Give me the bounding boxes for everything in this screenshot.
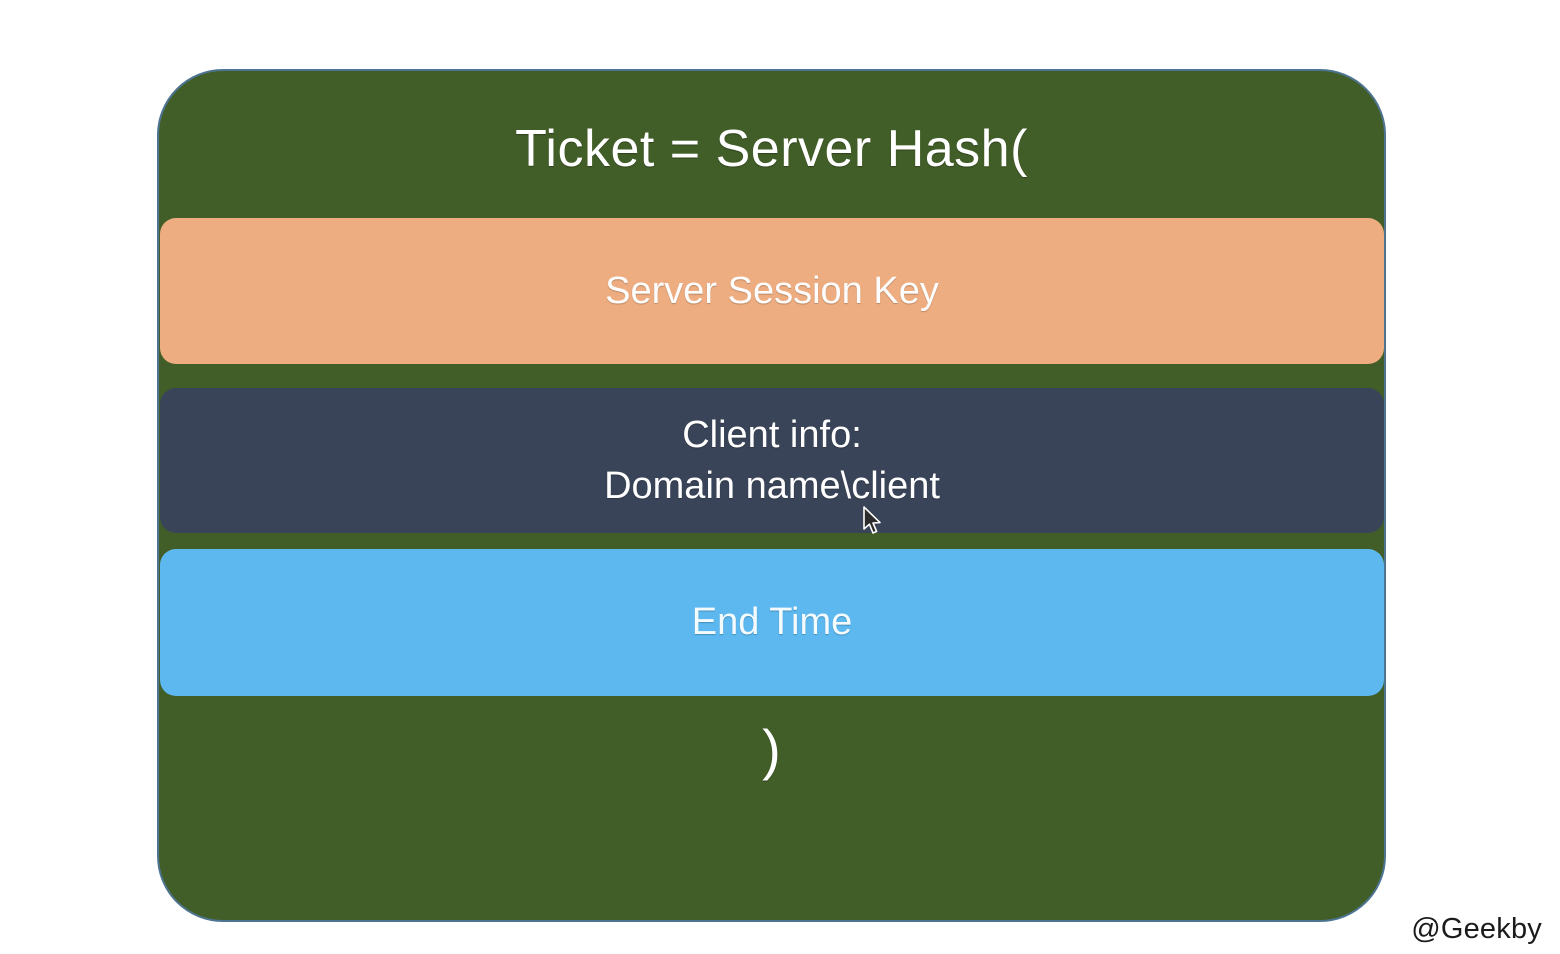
field-client-info: Client info: Domain name\client (160, 388, 1384, 533)
ticket-title: Ticket = Server Hash( (515, 120, 1028, 178)
ticket-diagram-container: Ticket = Server Hash( Server Session Key… (157, 69, 1386, 922)
watermark-geekby: @Geekby (1411, 913, 1542, 945)
field-server-session-key: Server Session Key (160, 218, 1384, 364)
ticket-closing-paren: ) (762, 718, 781, 781)
field-end-time: End Time (160, 549, 1384, 696)
